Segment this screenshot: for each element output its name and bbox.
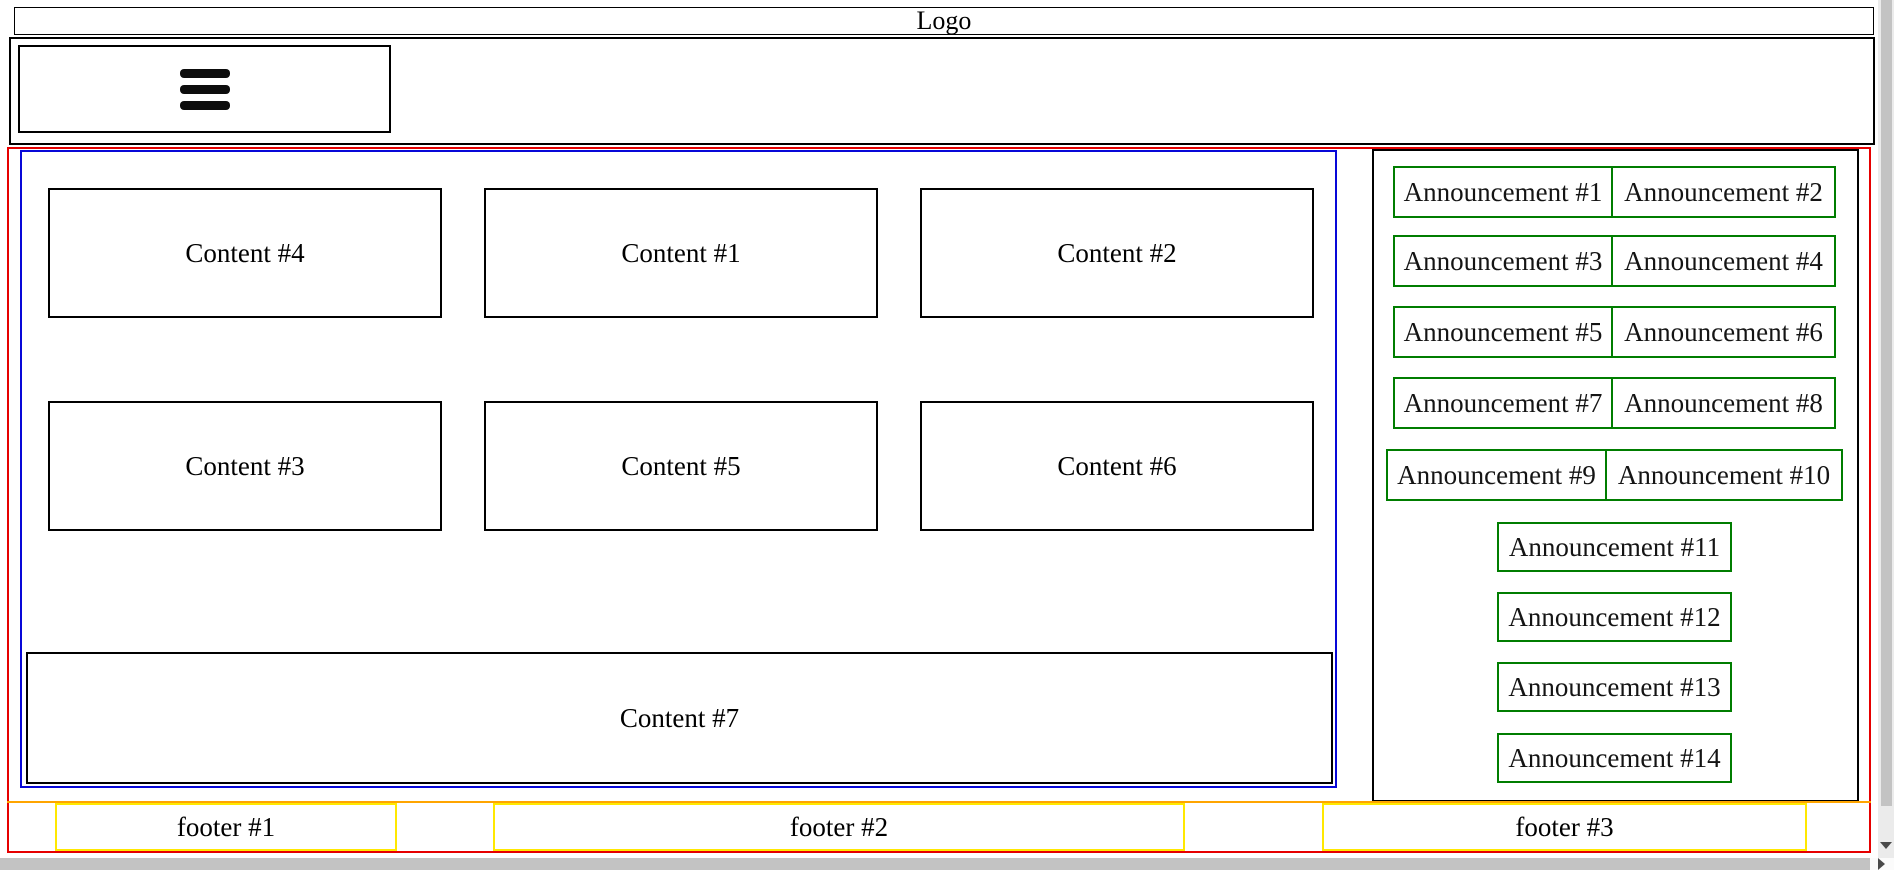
announcement-9: Announcement #9 [1386,449,1607,501]
content-box-label: Content #1 [621,237,741,268]
announcement-label: Announcement #4 [1624,245,1823,276]
content-box-5: Content #5 [484,401,878,531]
footer-spacer [7,803,55,851]
announcement-label: Announcement #6 [1624,316,1823,347]
content-box-3: Content #3 [48,401,442,531]
footer-label: footer #1 [176,811,276,842]
content-box-label: Content #2 [1057,237,1177,268]
footer-label: footer #3 [1515,811,1614,842]
announcement-8: Announcement #8 [1611,377,1836,429]
announcement-label: Announcement #5 [1403,316,1603,347]
content-outline [20,150,1337,788]
scroll-down-arrow-icon[interactable] [1880,842,1892,849]
menu-button[interactable] [18,45,391,133]
content-box-2: Content #2 [920,188,1314,318]
announcement-label: Announcement #12 [1508,601,1721,632]
horizontal-scrollbar-thumb[interactable] [0,858,1870,870]
announcement-label: Announcement #3 [1403,245,1603,276]
announcement-10: Announcement #10 [1605,449,1843,501]
footer-cell-3: footer #3 [1322,803,1807,851]
scroll-right-arrow-icon[interactable] [1878,858,1885,870]
content-box-1: Content #1 [484,188,878,318]
announcement-label: Announcement #11 [1508,531,1721,562]
content-box-label: Content #7 [619,702,740,733]
announcement-label: Announcement #8 [1624,387,1823,418]
announcement-label: Announcement #1 [1403,176,1603,207]
logo-text: Logo [916,6,972,35]
content-box-label: Content #5 [621,450,741,481]
vertical-scrollbar-thumb[interactable] [1881,0,1892,806]
footer-label: footer #2 [789,811,889,842]
announcement-label: Announcement #14 [1508,742,1721,773]
announcement-13: Announcement #13 [1497,662,1732,712]
announcement-14: Announcement #14 [1497,733,1732,783]
announcement-7: Announcement #7 [1393,377,1613,429]
footer-spacer [1807,803,1871,851]
announcement-5: Announcement #5 [1393,306,1613,358]
header-bar: Logo [14,6,1874,35]
announcement-4: Announcement #4 [1611,235,1836,287]
content-box-label: Content #6 [1057,450,1177,481]
announcement-6: Announcement #6 [1611,306,1836,358]
announcement-11: Announcement #11 [1497,522,1732,572]
announcement-1: Announcement #1 [1393,166,1613,218]
body-outline [7,147,1871,853]
content-box-4: Content #4 [48,188,442,318]
content-box-label: Content #4 [185,237,305,268]
announcement-label: Announcement #13 [1508,671,1721,702]
footer-cell-2: footer #2 [493,803,1185,851]
announcement-label: Announcement #2 [1624,176,1823,207]
announcement-label: Announcement #9 [1397,459,1596,490]
footer-bar: footer #1 footer #2 footer #3 [7,801,1871,851]
announcement-3: Announcement #3 [1393,235,1613,287]
footer-cell-1: footer #1 [55,803,397,851]
nav-bar [9,37,1875,145]
hamburger-icon [179,68,230,110]
announcement-2: Announcement #2 [1611,166,1836,218]
content-box-7: Content #7 [26,652,1333,784]
footer-spacer [1185,803,1322,851]
content-box-label: Content #3 [185,450,305,481]
announcement-label: Announcement #7 [1403,387,1603,418]
content-box-6: Content #6 [920,401,1314,531]
announcement-12: Announcement #12 [1497,592,1732,642]
announcement-label: Announcement #10 [1617,459,1831,490]
footer-spacer [397,803,493,851]
